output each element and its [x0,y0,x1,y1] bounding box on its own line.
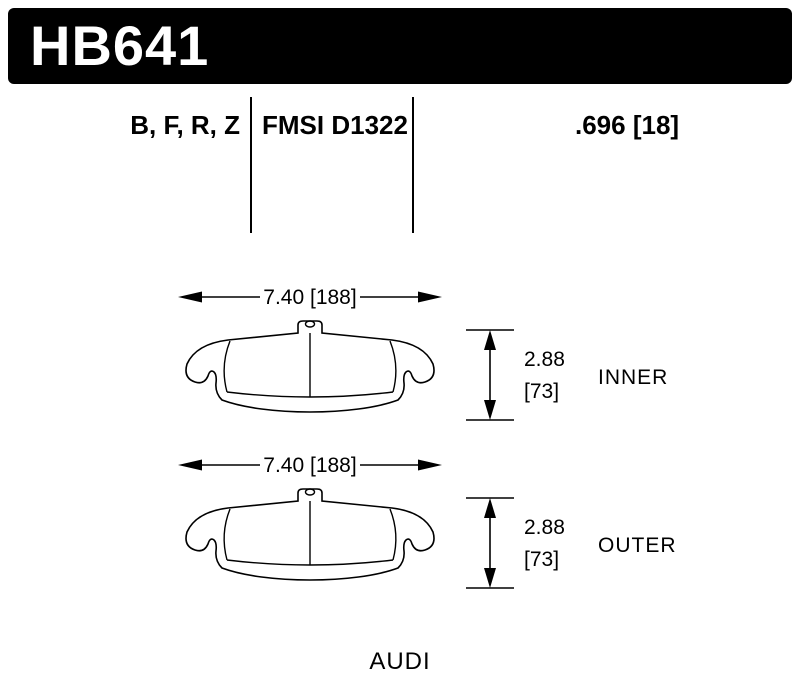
thickness-label: .696 [18] [575,110,680,140]
vehicle-make-label: AUDI [369,648,431,675]
arrow-left-icon [178,459,202,471]
arrow-up-icon [484,498,496,518]
column-divider [412,97,414,233]
part-number-banner: HB641 [8,8,792,84]
arrow-left-icon [178,291,202,303]
part-number-label: HB641 [30,14,210,77]
compounds-label: B, F, R, Z [130,110,240,140]
height-label-in: 2.88 [524,516,565,539]
tab-notch [304,320,316,328]
height-dimension-arrow [466,329,514,421]
position-label: OUTER [598,534,677,557]
arrow-up-icon [484,330,496,350]
arrow-right-icon [418,459,442,471]
width-dimension-arrow: 7.40 [188] [178,286,442,309]
arrow-right-icon [418,291,442,303]
height-label-mm: [73] [524,380,559,403]
width-label: 7.40 [188] [263,454,356,477]
arrow-down-icon [484,400,496,420]
width-label: 7.40 [188] [263,286,356,309]
brake-pad-outline [185,320,435,413]
pad-diagram-outer: 7.40 [188] 2.88 [73] OUTER [178,454,677,589]
fmsi-label: FMSI D1322 [262,110,408,140]
height-dimension-arrow [466,497,514,589]
pad-diagram-inner: 7.40 [188] 2.88 [73] INNER [178,286,668,421]
arrow-down-icon [484,568,496,588]
tab-notch [304,488,316,496]
column-divider [250,97,252,233]
position-label: INNER [598,366,668,389]
height-label-mm: [73] [524,548,559,571]
width-dimension-arrow: 7.40 [188] [178,454,442,477]
height-label-in: 2.88 [524,348,565,371]
brake-pad-outline [185,488,435,581]
